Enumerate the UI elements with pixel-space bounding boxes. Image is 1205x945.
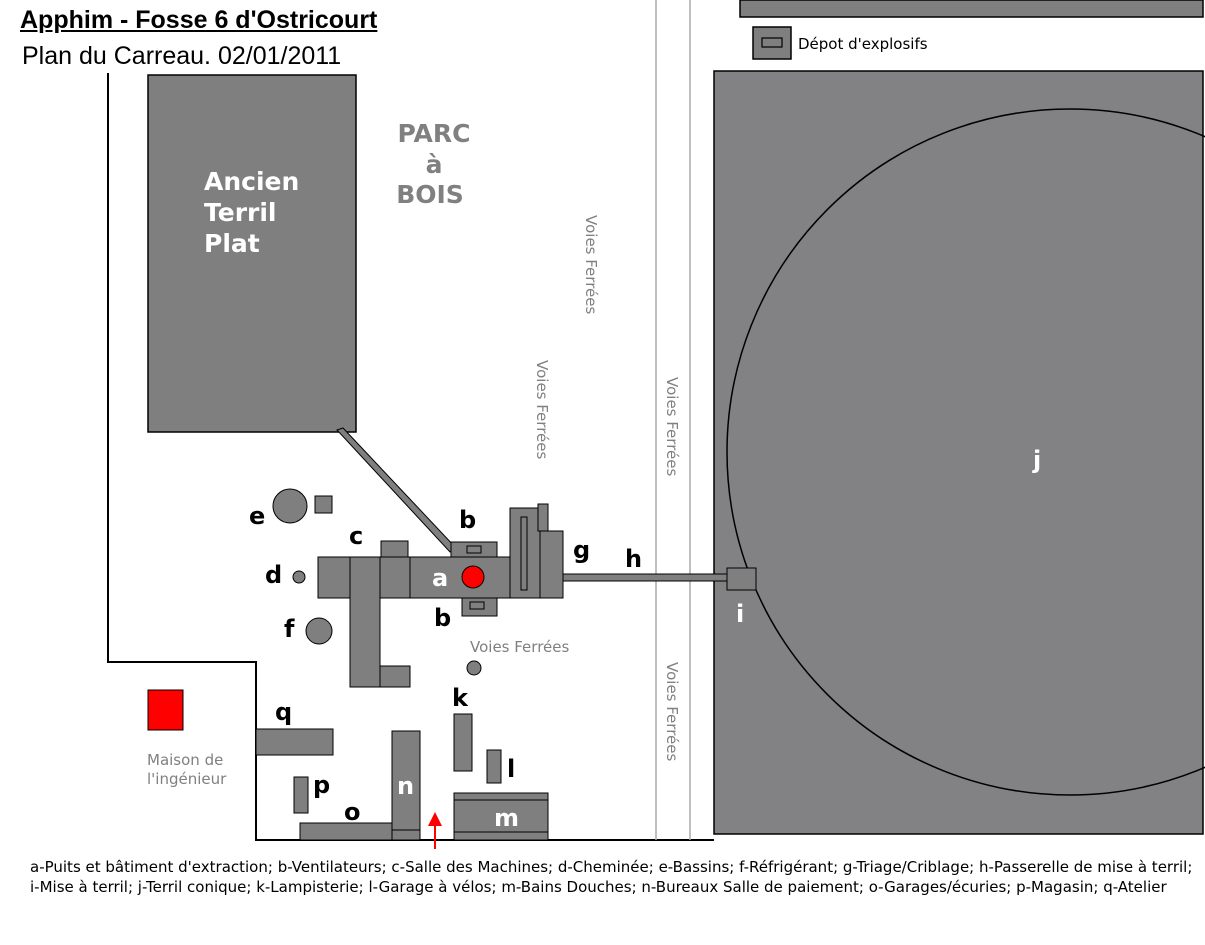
label-i: i <box>736 600 744 628</box>
label-k: k <box>452 684 469 712</box>
triage-g-main <box>509 507 541 599</box>
label-f: f <box>284 615 295 643</box>
voies-ferrees-label-5: Voies Ferrées <box>470 638 569 656</box>
label-b-bottom: b <box>434 604 451 632</box>
ventilateur-b-top <box>450 541 498 558</box>
map-legend: a-Puits et bâtiment d'extraction; b-Vent… <box>30 858 1193 896</box>
bassin-e-circle <box>272 488 308 524</box>
label-e: e <box>249 502 265 530</box>
map-title: Apphim - Fosse 6 d'Ostricourt <box>20 6 378 34</box>
ventilateur-b-bottom <box>461 597 498 617</box>
salle-machines-top <box>380 540 409 558</box>
terril-conique-area <box>713 70 1204 835</box>
label-b-top: b <box>459 506 476 534</box>
maison-label-line1: Maison de <box>147 751 223 769</box>
ventilateur-b-bottom-inner <box>469 601 485 610</box>
parc-line3: BOIS <box>396 180 464 209</box>
cheminee-d <box>292 570 306 584</box>
label-q: q <box>275 698 292 726</box>
terril-plat-line3: Plat <box>204 229 260 258</box>
atelier-q <box>255 728 334 756</box>
salle-machines-mid <box>379 556 411 599</box>
label-g: g <box>573 536 590 564</box>
terril-conique-circle <box>726 108 1205 796</box>
maison-label-line2: l'ingénieur <box>147 770 227 788</box>
top-building-bar <box>739 0 1204 18</box>
parc-line1: PARC <box>398 119 471 148</box>
label-n: n <box>397 772 414 800</box>
label-o: o <box>344 798 361 826</box>
puits-a <box>461 565 485 589</box>
label-h: h <box>625 545 642 573</box>
small-round-structure <box>466 660 482 676</box>
label-a: a <box>432 564 448 592</box>
label-m: m <box>494 804 519 832</box>
salle-machines-vertical <box>349 556 381 688</box>
ancien-terril-plat <box>147 74 357 433</box>
terril-plat-line2: Terril <box>204 198 277 227</box>
triage-g-side <box>539 530 564 599</box>
mise-a-terril-i <box>726 567 757 591</box>
ventilateur-b-top-inner <box>466 545 482 554</box>
depot-explosifs-building <box>752 26 792 60</box>
magasin-p <box>293 776 309 814</box>
parc-line2: à <box>426 150 443 179</box>
passerelle-h <box>562 573 729 582</box>
terril-plat-line1: Ancien <box>204 167 299 196</box>
voies-ferrees-label-3: Voies Ferrées <box>663 377 681 476</box>
maison-ingenieur <box>147 689 184 731</box>
bureaux-n <box>391 730 421 841</box>
label-l: l <box>507 755 515 783</box>
triage-g-tower <box>537 503 549 532</box>
triage-g-slot <box>520 516 528 591</box>
depot-explosifs-inner <box>761 37 783 48</box>
depot-explosifs-label: Dépot d'explosifs <box>798 35 928 53</box>
label-c: c <box>349 522 363 550</box>
voies-ferrees-label-2: Voies Ferrées <box>533 360 551 459</box>
bassin-e-square <box>314 495 333 514</box>
voies-ferrees-label-1: Voies Ferrées <box>582 215 600 314</box>
label-j: j <box>1032 446 1041 474</box>
map-subtitle: Plan du Carreau. 02/01/2011 <box>22 42 342 70</box>
lampisterie-k <box>453 713 473 772</box>
refrigerant-f <box>305 617 333 645</box>
label-d: d <box>265 561 282 589</box>
entrance-arrow-head <box>428 812 442 826</box>
voies-ferrees-label-4: Voies Ferrées <box>663 662 681 761</box>
batiment-extraction <box>409 556 511 599</box>
salle-machines-foot <box>379 665 411 688</box>
salle-machines-main <box>317 556 351 599</box>
label-p: p <box>313 771 330 799</box>
garage-velos-l <box>486 749 502 784</box>
